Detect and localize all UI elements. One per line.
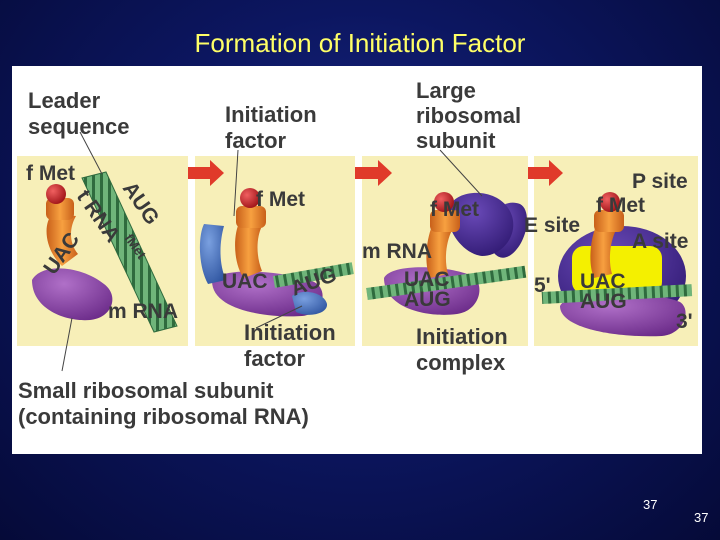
label-initiation-factor-top: Initiation bbox=[225, 102, 317, 127]
label-large-subunit: subunit bbox=[416, 128, 496, 153]
label-initiation-factor-bottom: Initiation bbox=[244, 320, 336, 345]
panel-3-illustration bbox=[366, 192, 527, 315]
label-fmet: f Met bbox=[256, 188, 305, 211]
label-mrna: m RNA bbox=[362, 240, 432, 263]
label-fmet: f Met bbox=[430, 198, 479, 221]
label-initiation-complex: Initiation bbox=[416, 324, 508, 349]
panel-1-illustration bbox=[32, 171, 178, 333]
arrow-right-icon bbox=[528, 160, 563, 186]
label-e-site: E site bbox=[524, 214, 580, 237]
arrow-right-icon bbox=[188, 160, 224, 186]
label-small-subunit: (containing ribosomal RNA) bbox=[18, 404, 309, 429]
label-a-site: A site bbox=[632, 230, 688, 253]
translation-initiation-figure: Leader sequence Initiation factor Large … bbox=[12, 66, 702, 454]
anticodon-uac: UAC bbox=[404, 268, 450, 291]
arrow-right-icon bbox=[355, 160, 392, 186]
label-p-site: P site bbox=[632, 170, 688, 193]
label-initiation-factor-bottom: factor bbox=[244, 346, 306, 371]
label-leader-sequence: sequence bbox=[28, 114, 130, 139]
label-three-prime: 3' bbox=[676, 310, 693, 333]
label-initiation-complex: complex bbox=[416, 350, 506, 375]
label-small-subunit: Small ribosomal subunit bbox=[18, 378, 274, 403]
label-leader-sequence: Leader bbox=[28, 88, 101, 113]
slide-title: Formation of Initiation Factor bbox=[194, 28, 526, 58]
panel-2-illustration bbox=[199, 188, 354, 317]
anticodon-uac: UAC bbox=[580, 270, 626, 293]
notes-number: 37 bbox=[643, 497, 658, 512]
codon-aug: AUG bbox=[580, 290, 627, 313]
label-fmet: f Met bbox=[596, 194, 645, 217]
label-five-prime: 5' bbox=[534, 274, 551, 297]
page-number: 37 bbox=[694, 510, 709, 525]
label-mrna: m RNA bbox=[108, 300, 178, 323]
anticodon-uac: UAC bbox=[222, 270, 268, 293]
label-large-subunit: Large bbox=[416, 78, 476, 103]
label-initiation-factor-top: factor bbox=[225, 128, 287, 153]
panel-4-illustration bbox=[541, 192, 693, 337]
pointer-lines bbox=[61, 131, 483, 372]
codon-aug: AUG bbox=[404, 288, 451, 311]
label-fmet: f Met bbox=[26, 162, 75, 185]
label-large-subunit: ribosomal bbox=[416, 103, 521, 128]
